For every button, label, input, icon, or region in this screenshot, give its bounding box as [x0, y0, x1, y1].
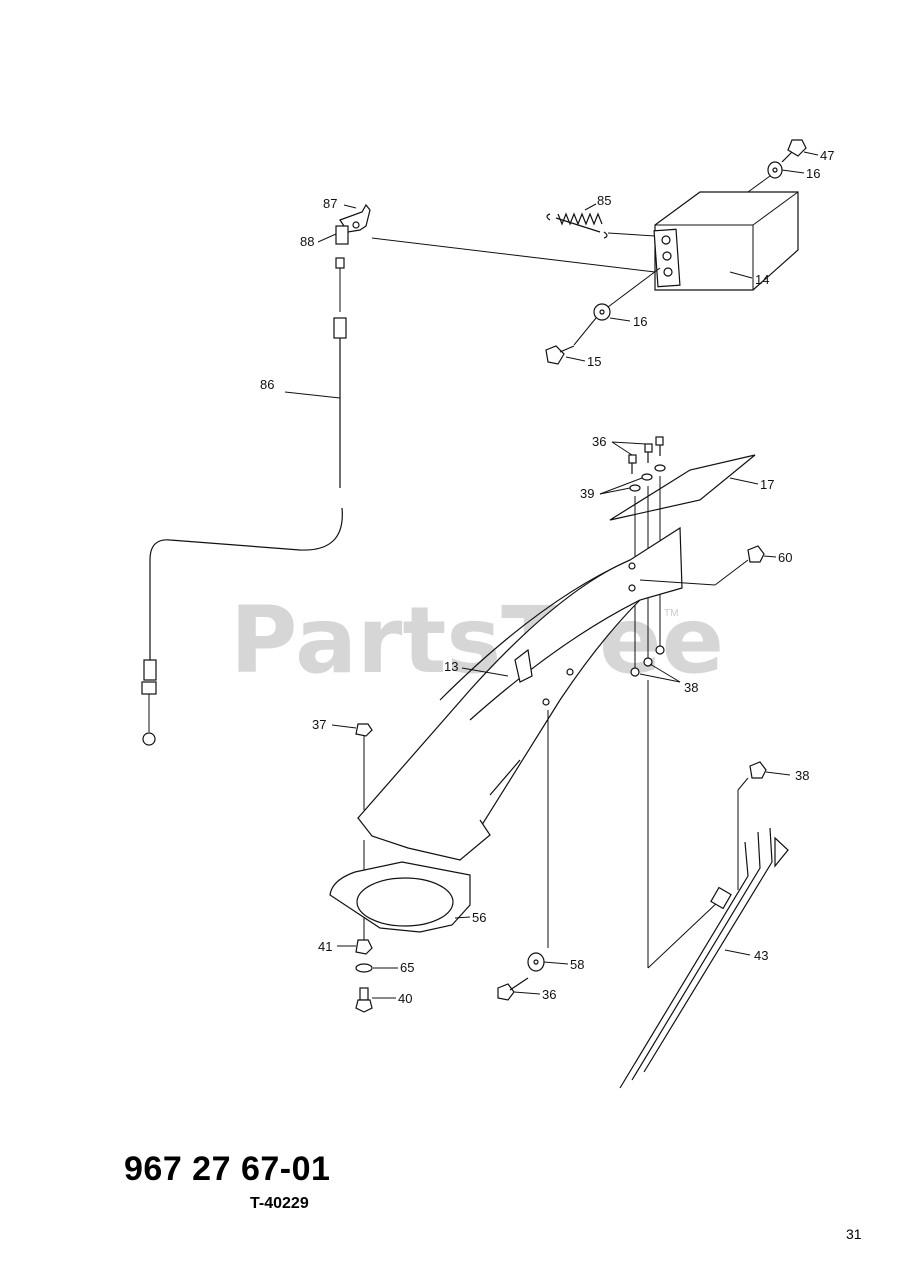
part-36-bolts: [628, 436, 664, 474]
part-14-box: [653, 191, 799, 291]
label-17: 17: [760, 477, 774, 492]
drawing-code: T-40229: [250, 1195, 309, 1212]
part-65-washer: [355, 963, 373, 973]
part-13-chute: [356, 526, 683, 861]
label-14: 14: [755, 272, 769, 287]
diagram-part-number: 967 27 67-01: [124, 1150, 331, 1188]
part-36-bolt-lower: [497, 977, 529, 1001]
label-16-middle: 16: [633, 314, 647, 329]
part-15-bolt: [545, 345, 575, 365]
watermark-text: PartsTree: [230, 587, 724, 694]
watermark-trademark: TM: [664, 608, 678, 619]
part-43-rods: [619, 827, 789, 1089]
part-40-bolt: [355, 987, 373, 1013]
label-41: 41: [318, 939, 332, 954]
label-56: 56: [472, 910, 486, 925]
part-37-nut: [355, 723, 373, 737]
part-58-washer: [527, 952, 545, 972]
part-16-washer-top: [767, 161, 783, 179]
label-87: 87: [323, 196, 337, 211]
part-56-ring: [329, 861, 471, 933]
label-38-right: 38: [795, 768, 809, 783]
label-43: 43: [754, 948, 768, 963]
part-17-deflector: [609, 454, 756, 521]
part-47-bolt: [781, 139, 807, 163]
label-13: 13: [444, 659, 458, 674]
label-39: 39: [580, 486, 594, 501]
part-85-spring: [546, 212, 608, 239]
part-38-nut-right: [749, 761, 767, 779]
label-60: 60: [778, 550, 792, 565]
page-number: 31: [846, 1226, 862, 1242]
label-36-lower: 36: [542, 987, 556, 1002]
label-38-middle: 38: [684, 680, 698, 695]
label-88: 88: [300, 234, 314, 249]
label-86: 86: [260, 377, 274, 392]
label-47: 47: [820, 148, 834, 163]
label-16-top: 16: [806, 166, 820, 181]
part-38-nuts: [630, 645, 665, 677]
label-58: 58: [570, 957, 584, 972]
part-86-cable: [141, 257, 347, 746]
label-65: 65: [400, 960, 414, 975]
label-37: 37: [312, 717, 326, 732]
part-87-88-clamp: [335, 203, 371, 245]
part-41-nut: [355, 939, 373, 955]
label-36-top: 36: [592, 434, 606, 449]
label-85: 85: [597, 193, 611, 208]
label-15: 15: [587, 354, 601, 369]
part-60-nut: [747, 545, 765, 563]
part-16-washer-middle: [593, 303, 611, 321]
label-40: 40: [398, 991, 412, 1006]
